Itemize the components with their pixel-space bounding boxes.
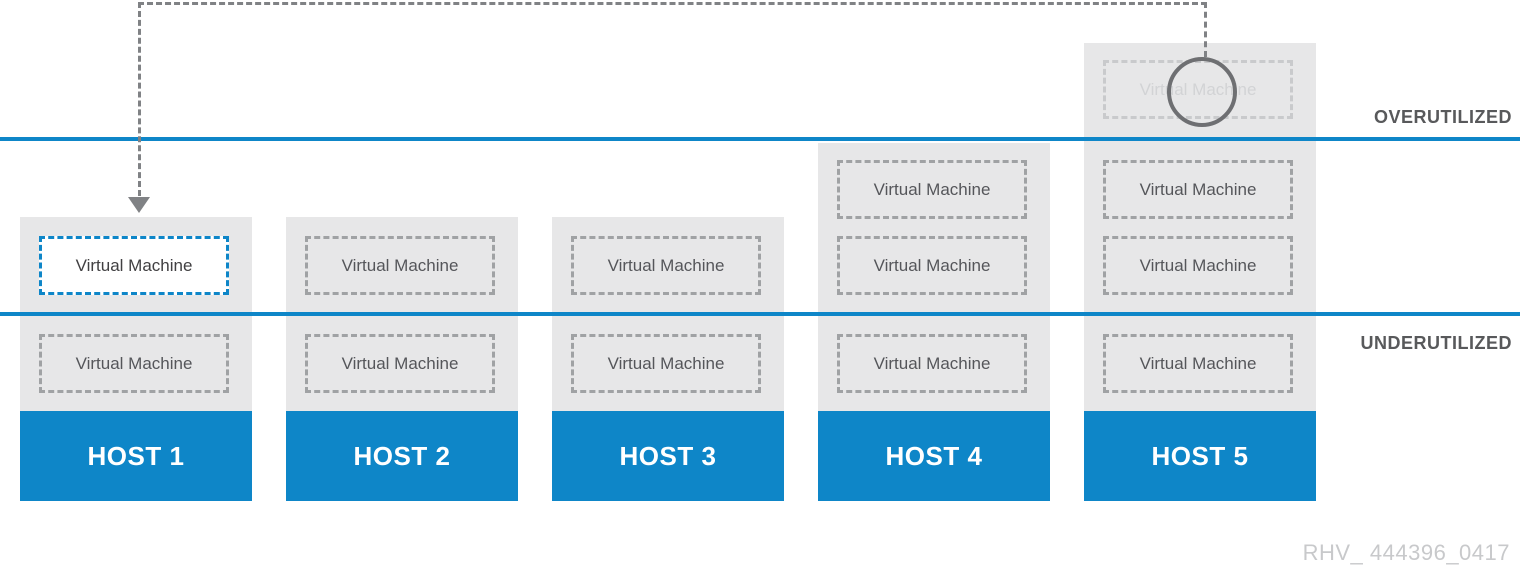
vm-box: Virtual Machine: [305, 236, 495, 295]
migration-arrowhead-icon: [128, 197, 150, 213]
host-vm-stack: [818, 143, 1050, 411]
vm-label: Virtual Machine: [1139, 353, 1257, 373]
underutilized-label: UNDERUTILIZED: [1360, 333, 1512, 353]
overutilized-label: OVERUTILIZED: [1373, 107, 1512, 127]
vm-box: Virtual Machine: [571, 236, 761, 295]
vm-label: Virtual Machine: [1139, 179, 1257, 199]
host-label: HOST 1: [87, 440, 185, 471]
host-bar: HOST 5: [1084, 411, 1316, 501]
vm-box: Virtual Machine: [1103, 160, 1293, 219]
vm-box: Virtual Machine: [39, 334, 229, 393]
migration-arrow-horizontal: [138, 2, 1207, 5]
host-label: HOST 2: [353, 440, 451, 471]
vm-box: Virtual Machine: [1103, 334, 1293, 393]
migration-arrow-vertical-right: [1204, 2, 1207, 57]
vm-label: Virtual Machine: [1139, 255, 1257, 275]
host-label: HOST 4: [885, 440, 983, 471]
watermark-text: RHV_ 444396_0417: [1302, 540, 1510, 565]
vm-label: Virtual Machine: [607, 255, 725, 275]
vm-label: Virtual Machine: [75, 255, 193, 275]
vm-box: Virtual Machine: [837, 334, 1027, 393]
vm-label: Virtual Machine: [873, 179, 991, 199]
vm-label: Virtual Machine: [607, 353, 725, 373]
vm-box: Virtual Machine: [837, 160, 1027, 219]
host-bar: HOST 3: [552, 411, 784, 501]
host-bar: HOST 2: [286, 411, 518, 501]
source-vm-circle-icon: [1167, 57, 1237, 127]
host-bar: HOST 1: [20, 411, 252, 501]
vm-box: Virtual Machine: [305, 334, 495, 393]
host-bar: HOST 4: [818, 411, 1050, 501]
host-label: HOST 3: [619, 440, 717, 471]
vm-label: Virtual Machine: [341, 255, 459, 275]
vm-box: Virtual Machine: [837, 236, 1027, 295]
vm-label: Virtual Machine: [341, 353, 459, 373]
migration-arrow-vertical-left: [138, 2, 141, 196]
vm-label: Virtual Machine: [75, 353, 193, 373]
underutilized-line: [0, 312, 1520, 316]
vm-label: Virtual Machine: [873, 255, 991, 275]
host-label: HOST 5: [1151, 440, 1249, 471]
vm-box: Virtual Machine: [39, 236, 229, 295]
vm-box: Virtual Machine: [1103, 236, 1293, 295]
vm-label: Virtual Machine: [873, 353, 991, 373]
overutilized-line: [0, 137, 1520, 141]
vm-box: Virtual Machine: [571, 334, 761, 393]
